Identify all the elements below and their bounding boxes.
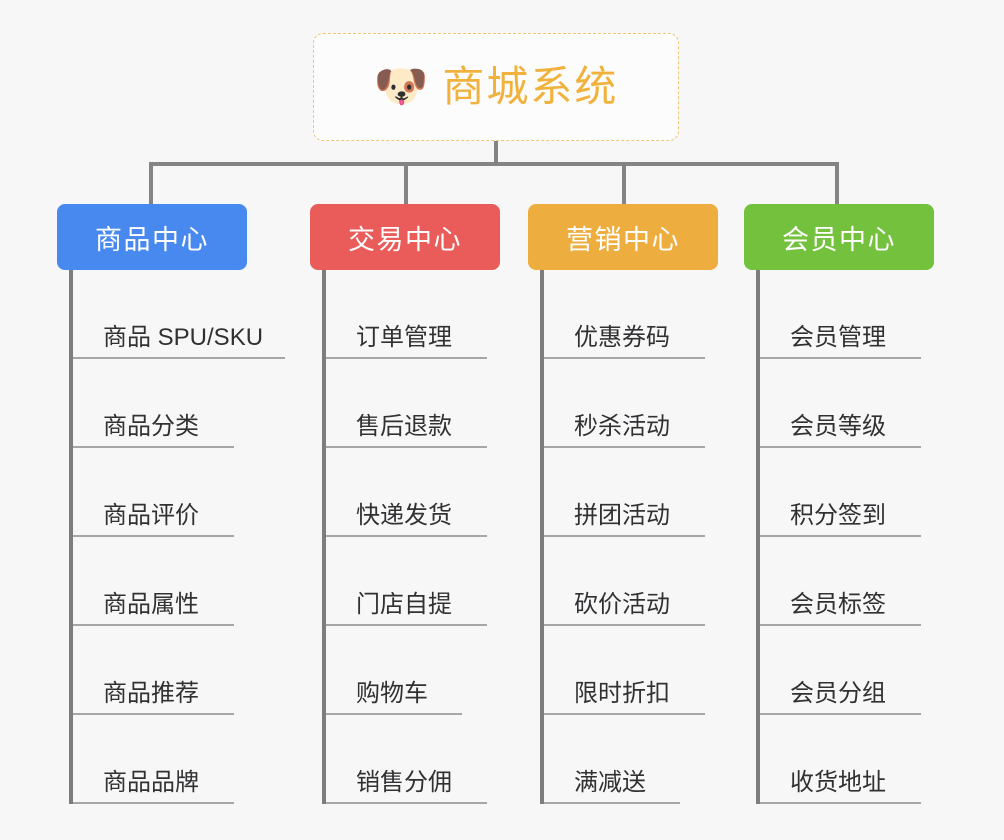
list-item[interactable]: 砍价活动 [544,537,705,626]
leaf-label: 会员等级 [790,412,886,440]
branch-title: 会员中心 [782,224,896,255]
leaf-label: 拼团活动 [574,501,670,529]
leaf-label: 商品 SPU/SKU [103,323,264,351]
branch-header-trade-center[interactable]: 交易中心 [310,204,500,270]
branch-title: 商品中心 [95,224,209,255]
leaf-label: 积分签到 [790,501,886,529]
branch-header-marketing-center[interactable]: 营销中心 [528,204,718,270]
list-item[interactable]: 订单管理 [326,270,487,359]
list-item[interactable]: 门店自提 [326,537,487,626]
list-item[interactable]: 限时折扣 [544,626,705,715]
leaf-label: 门店自提 [356,590,452,618]
list-item[interactable]: 收货地址 [760,715,921,804]
root-title: 商城系统 [442,63,619,110]
list-item[interactable]: 满减送 [544,715,680,804]
list-item[interactable]: 商品评价 [73,448,234,537]
branch-product-center: 商品中心 商品 SPU/SKU 商品分类 商品评价 商品属性 商品推荐 商品品牌 [57,204,285,804]
branch-title: 营销中心 [566,224,680,255]
connector-drop-4 [835,162,839,204]
leaf-label: 商品推荐 [103,679,199,707]
connector-drop-3 [622,162,626,204]
leaf-label: 商品分类 [103,412,199,440]
list-item[interactable]: 商品品牌 [73,715,234,804]
list-item[interactable]: 会员分组 [760,626,921,715]
leaf-label: 订单管理 [356,323,452,351]
leaf-label: 售后退款 [356,412,452,440]
branch-header-product-center[interactable]: 商品中心 [57,204,247,270]
branch-items-trade-center: 订单管理 售后退款 快递发货 门店自提 购物车 销售分佣 [322,270,500,804]
list-item[interactable]: 商品推荐 [73,626,234,715]
leaf-label: 商品属性 [103,590,199,618]
leaf-label: 快递发货 [356,501,452,529]
leaf-label: 商品品牌 [103,768,199,796]
list-item[interactable]: 会员标签 [760,537,921,626]
leaf-label: 秒杀活动 [574,412,670,440]
branch-items-product-center: 商品 SPU/SKU 商品分类 商品评价 商品属性 商品推荐 商品品牌 [69,270,285,804]
dog-face-icon: 🐶 [373,62,429,111]
branch-member-center: 会员中心 会员管理 会员等级 积分签到 会员标签 会员分组 收货地址 [744,204,934,804]
list-item[interactable]: 优惠券码 [544,270,705,359]
leaf-label: 限时折扣 [574,679,670,707]
leaf-label: 销售分佣 [356,768,452,796]
list-item[interactable]: 积分签到 [760,448,921,537]
leaf-label: 优惠券码 [574,323,670,351]
branch-trade-center: 交易中心 订单管理 售后退款 快递发货 门店自提 购物车 销售分佣 [310,204,500,804]
connector-root-stem [494,141,498,164]
list-item[interactable]: 会员等级 [760,359,921,448]
leaf-label: 会员分组 [790,679,886,707]
list-item[interactable]: 会员管理 [760,270,921,359]
list-item[interactable]: 商品 SPU/SKU [73,270,285,359]
branch-title: 交易中心 [348,224,462,255]
list-item[interactable]: 售后退款 [326,359,487,448]
connector-drop-1 [149,162,153,204]
leaf-label: 砍价活动 [574,590,670,618]
list-item[interactable]: 商品分类 [73,359,234,448]
leaf-label: 会员管理 [790,323,886,351]
leaf-label: 满减送 [574,768,646,796]
leaf-label: 会员标签 [790,590,886,618]
connector-drop-2 [404,162,408,204]
list-item[interactable]: 快递发货 [326,448,487,537]
leaf-label: 收货地址 [790,768,886,796]
list-item[interactable]: 拼团活动 [544,448,705,537]
list-item[interactable]: 销售分佣 [326,715,487,804]
branch-header-member-center[interactable]: 会员中心 [744,204,934,270]
leaf-label: 购物车 [356,679,428,707]
list-item[interactable]: 秒杀活动 [544,359,705,448]
list-item[interactable]: 商品属性 [73,537,234,626]
connector-horizontal-bus [149,162,835,166]
branch-items-member-center: 会员管理 会员等级 积分签到 会员标签 会员分组 收货地址 [756,270,934,804]
root-node[interactable]: 🐶 商城系统 [313,33,679,141]
list-item[interactable]: 购物车 [326,626,462,715]
leaf-label: 商品评价 [103,501,199,529]
branch-marketing-center: 营销中心 优惠券码 秒杀活动 拼团活动 砍价活动 限时折扣 满减送 [528,204,718,804]
branch-items-marketing-center: 优惠券码 秒杀活动 拼团活动 砍价活动 限时折扣 满减送 [540,270,718,804]
